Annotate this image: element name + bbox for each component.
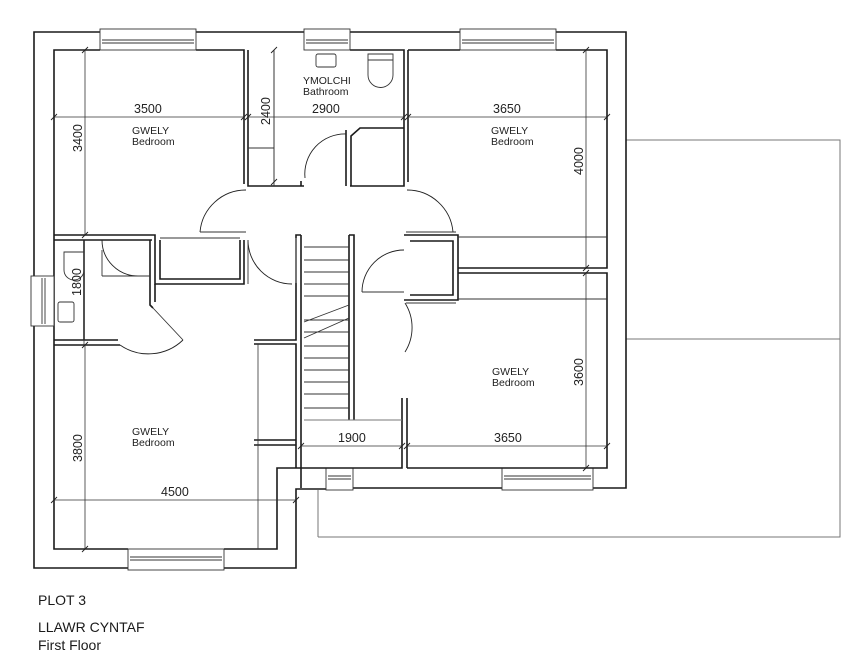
windows [30, 28, 594, 571]
window-bedroom-ne [459, 28, 557, 51]
dimension-lines [50, 46, 611, 553]
window-ensuite [30, 275, 55, 327]
dim-bedroom-nw-depth: 3400 [71, 124, 85, 152]
window-bedroom-sw [127, 548, 225, 571]
room-labels: GWELY Bedroom YMOLCHI Bathroom GWELY Bed… [132, 75, 535, 449]
floor-label-welsh: LLAWR CYNTAF [38, 619, 145, 635]
door-bedroom-se [404, 302, 413, 353]
door-ensuite [101, 239, 139, 277]
room-label-bedroom-sw-welsh: GWELY [132, 426, 169, 438]
dim-bedroom-sw-width: 4500 [161, 485, 189, 499]
room-label-bedroom-se-welsh: GWELY [492, 366, 529, 378]
dim-bedroom-ne-depth: 4000 [572, 147, 586, 175]
plot-label: PLOT 3 [38, 592, 86, 608]
interior-walls [54, 50, 608, 488]
room-label-bathroom-english: Bathroom [303, 86, 349, 98]
wc-bathroom [367, 53, 394, 88]
dimension-labels: 3500 3400 2900 2400 3650 4000 1800 4500 … [70, 97, 586, 499]
dim-bathroom-depth: 2400 [259, 97, 273, 125]
room-label-bedroom-nw-welsh: GWELY [132, 125, 169, 137]
door-cupboard [361, 249, 405, 293]
dim-landing-width: 1900 [338, 431, 366, 445]
dim-ensuite-depth: 1800 [70, 268, 84, 296]
staircase [295, 238, 402, 421]
fixtures [57, 53, 394, 323]
dim-bedroom-se-width: 3650 [494, 431, 522, 445]
basin-bathroom [315, 53, 337, 68]
door-bedroom-ne [406, 189, 454, 233]
door-bathroom [304, 133, 347, 179]
room-label-bedroom-ne-welsh: GWELY [491, 125, 528, 137]
door-wardrobe [247, 239, 293, 285]
room-label-bedroom-se-english: Bedroom [492, 377, 535, 389]
adjacent-structure-outline [317, 139, 841, 538]
door-bedroom-nw [199, 189, 247, 233]
room-label-bedroom-ne-english: Bedroom [491, 136, 534, 148]
window-bedroom-nw [99, 28, 197, 51]
dim-bedroom-ne-width: 3650 [493, 102, 521, 116]
room-label-bedroom-sw-english: Bedroom [132, 437, 175, 449]
dim-bedroom-sw-depth: 3800 [71, 434, 85, 462]
basin-ensuite [57, 301, 75, 323]
floor-label-english: First Floor [38, 637, 101, 653]
door-swings [101, 133, 454, 355]
window-bathroom [303, 28, 351, 51]
room-label-bedroom-nw-english: Bedroom [132, 136, 175, 148]
room-label-bathroom-welsh: YMOLCHI [303, 75, 351, 87]
dim-bedroom-nw-width: 3500 [134, 102, 162, 116]
dim-bedroom-se-depth: 3600 [572, 358, 586, 386]
dim-bathroom-width: 2900 [312, 102, 340, 116]
door-bedroom-sw [119, 339, 184, 355]
